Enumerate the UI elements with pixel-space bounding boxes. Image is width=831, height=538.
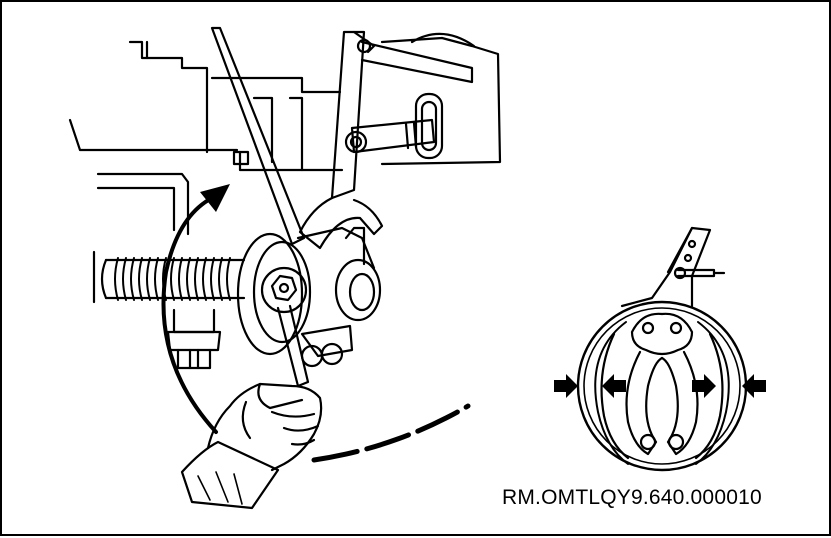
- figure-code-label: RM.OMTLQY9.640.000010: [502, 486, 762, 509]
- brake-hub: [236, 226, 382, 368]
- wrench-icon: [260, 266, 310, 388]
- arrow-left-icon: [602, 374, 626, 398]
- pliers-icon: [210, 26, 384, 250]
- brake-shoe-icon: [576, 226, 748, 472]
- rotation-arrow-icon: [161, 184, 230, 434]
- vehicle-frame: [68, 40, 344, 304]
- bracket: [344, 32, 502, 166]
- leader-line: [311, 403, 471, 463]
- hand-icon: [180, 382, 323, 510]
- arrow-right-icon: [554, 374, 578, 398]
- arrow-left-icon: [742, 374, 766, 398]
- spring-icon: [100, 257, 246, 301]
- nut: [166, 308, 222, 370]
- arrow-right-icon: [692, 374, 716, 398]
